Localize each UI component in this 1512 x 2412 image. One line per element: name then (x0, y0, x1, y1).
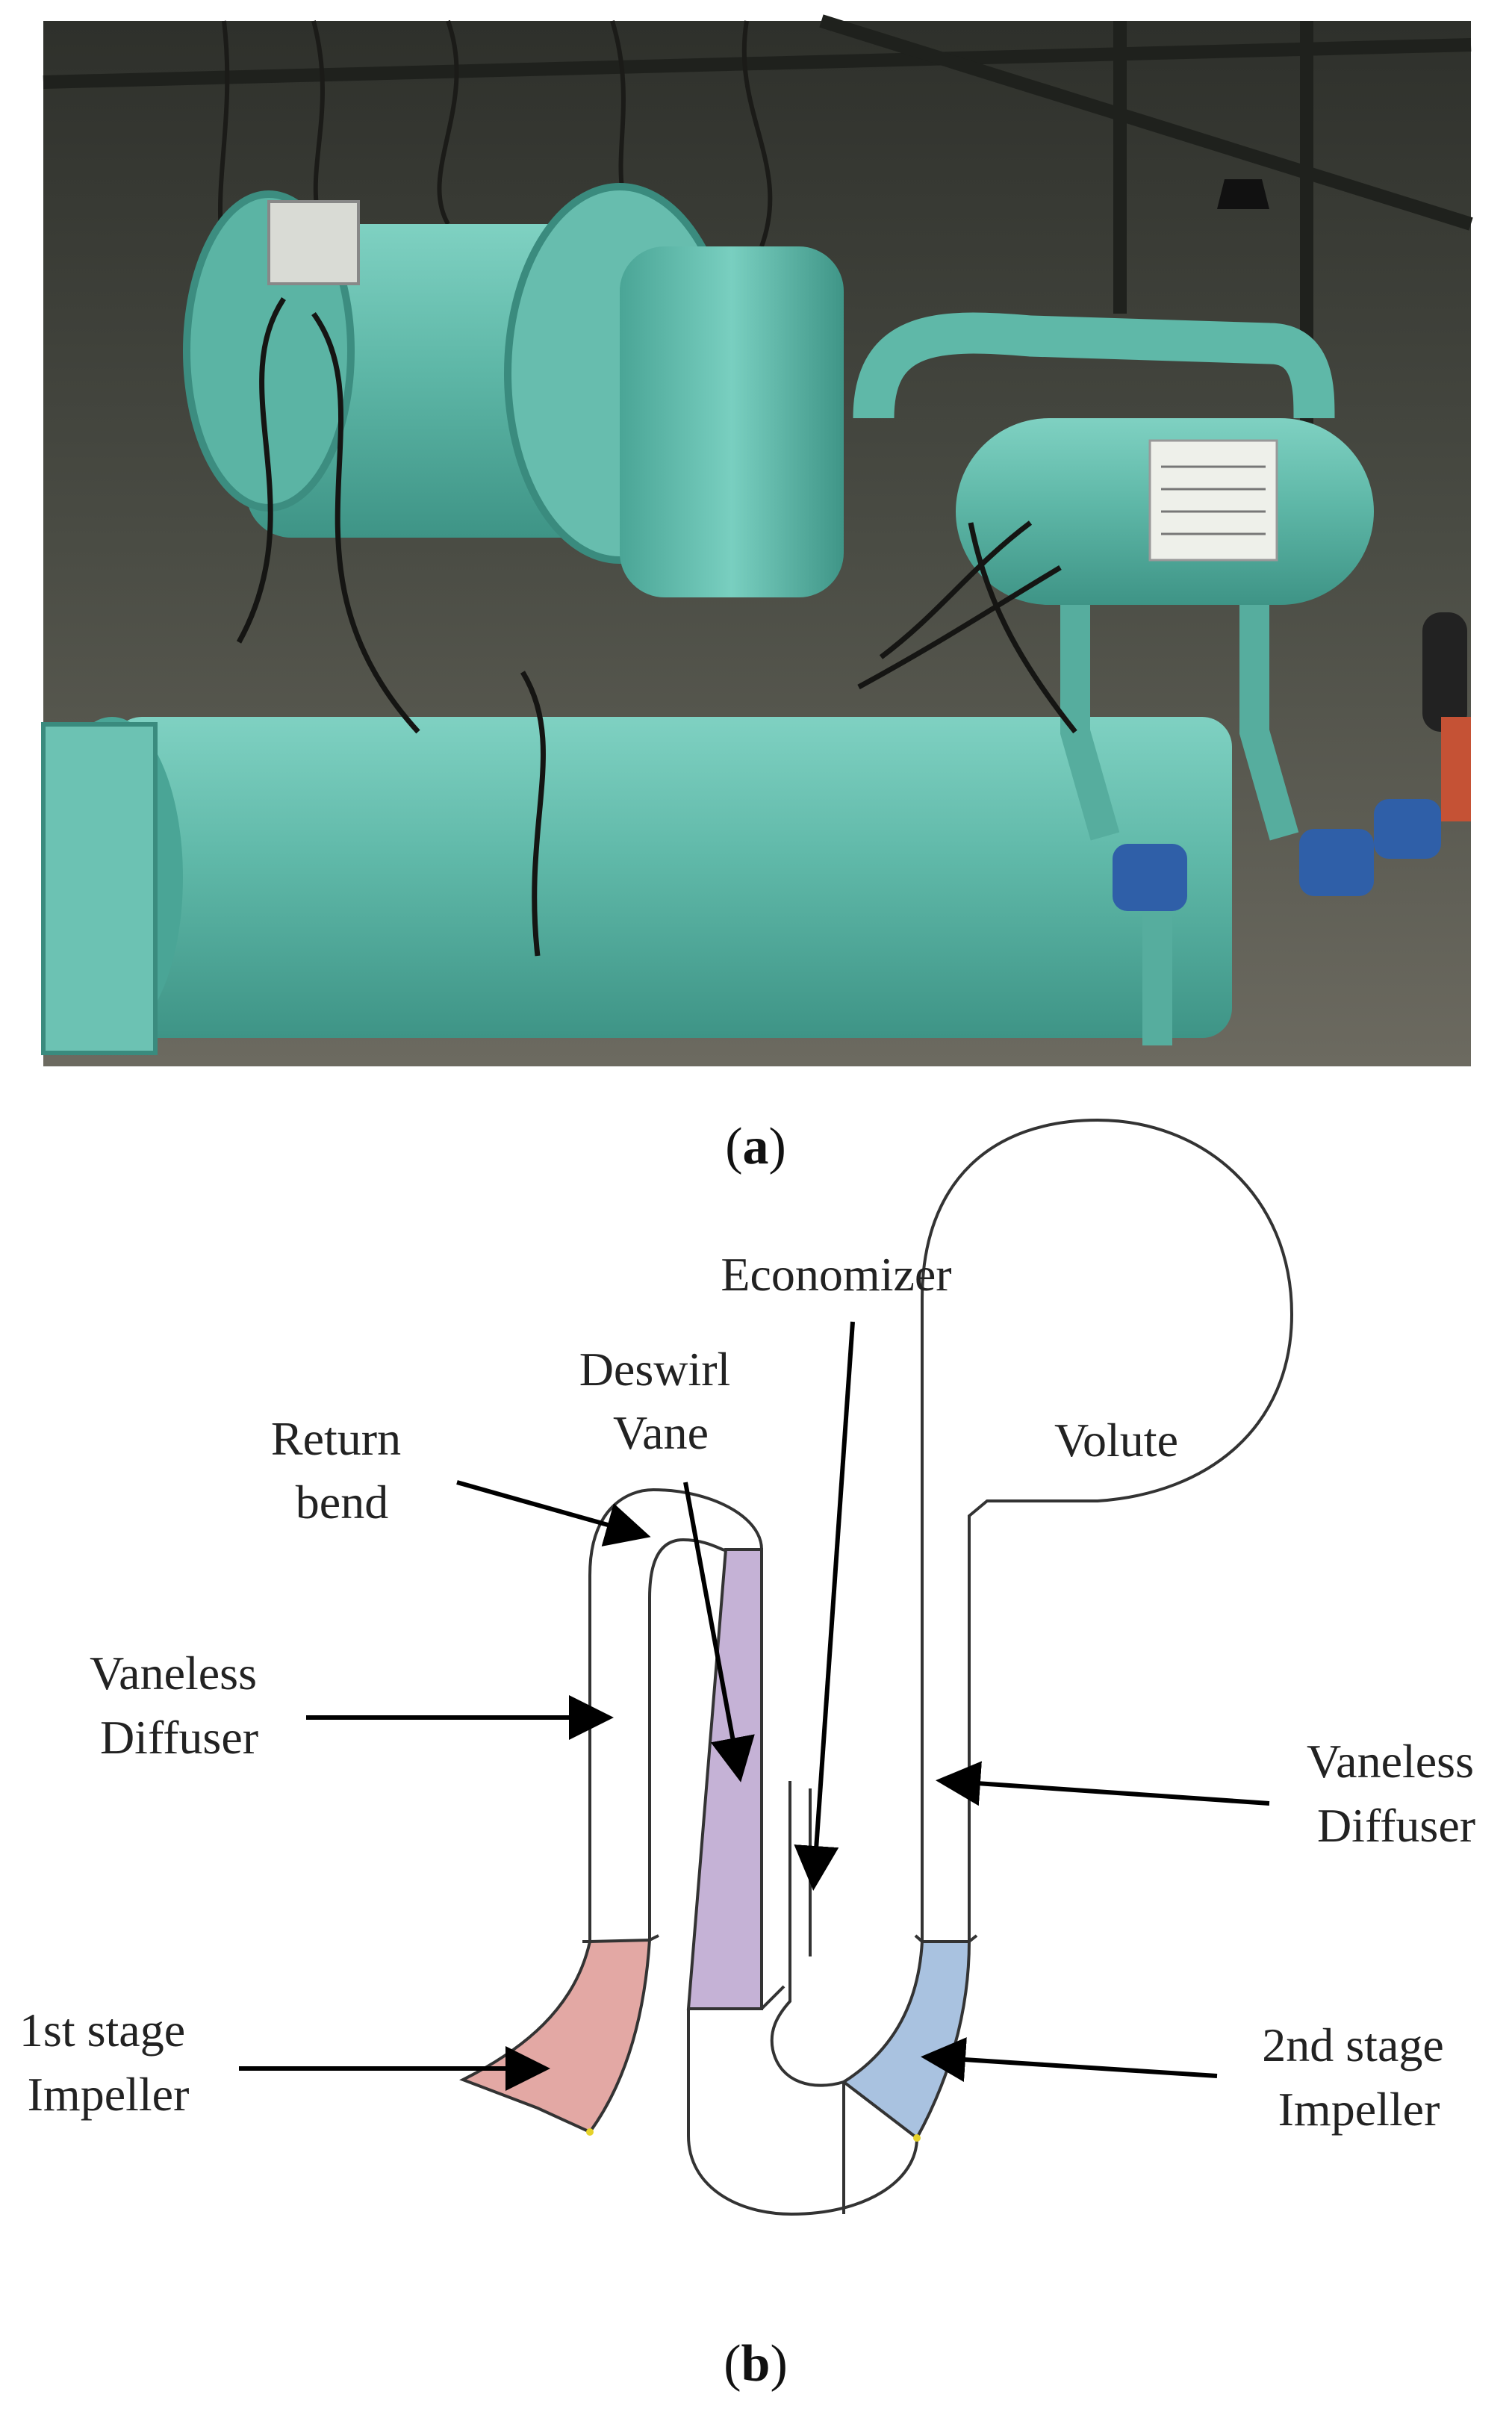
worker-silhouette (1422, 612, 1467, 732)
label-second-stage-impeller: 2nd stage Impeller (1262, 2018, 1456, 2136)
arrow-stage2 (921, 2037, 1218, 2083)
label-volute: Volute (1054, 1414, 1178, 1467)
caption-a: (a) (725, 1118, 786, 1175)
chiller-photo (41, 14, 1473, 1066)
cable-bundles (236, 297, 1077, 957)
impeller-tip-marker-2 (913, 2134, 921, 2142)
leader-arrows (239, 1321, 1270, 2091)
valves (1113, 799, 1441, 911)
nameplate-lines (1161, 465, 1266, 535)
label-vaneless-diffuser-left: Vaneless Diffuser (90, 1647, 269, 1764)
condenser-shell (112, 717, 1232, 1038)
impeller-tip-marker-1 (586, 2128, 594, 2136)
economizer-pipe (853, 312, 1335, 419)
compressor-body (620, 246, 844, 597)
first-stage-impeller-region (459, 1938, 652, 2134)
deswirl-vane-region (686, 1548, 763, 2010)
arrow-return-bend (456, 1480, 651, 1547)
second-stage-impeller-region (841, 1940, 971, 2141)
red-equipment (1441, 717, 1471, 821)
arrow-vaneless-right (936, 1761, 1270, 1806)
compressor-schematic: Economizer Deswirl Vane Return bend Volu… (19, 1118, 1486, 2216)
caption-b: (b) (724, 2335, 788, 2393)
vessel-nameplate (1148, 439, 1278, 562)
label-economizer: Economizer (721, 1248, 951, 1301)
arrow-economizer (794, 1321, 855, 1891)
flow-path-outline (582, 1118, 1294, 2216)
terminal-box (267, 200, 360, 285)
label-vaneless-diffuser-right: Vaneless Diffuser (1307, 1735, 1486, 1852)
left-tube-sheet (41, 722, 158, 1055)
ceiling-lamp (1217, 179, 1269, 209)
label-deswirl-vane: Deswirl Vane (579, 1343, 743, 1459)
label-first-stage-impeller: 1st stage Impeller (19, 2004, 197, 2121)
overhead-beams (43, 14, 1473, 448)
label-return-bend: Return bend (271, 1412, 413, 1529)
arrow-deswirl-vane (683, 1482, 755, 1782)
